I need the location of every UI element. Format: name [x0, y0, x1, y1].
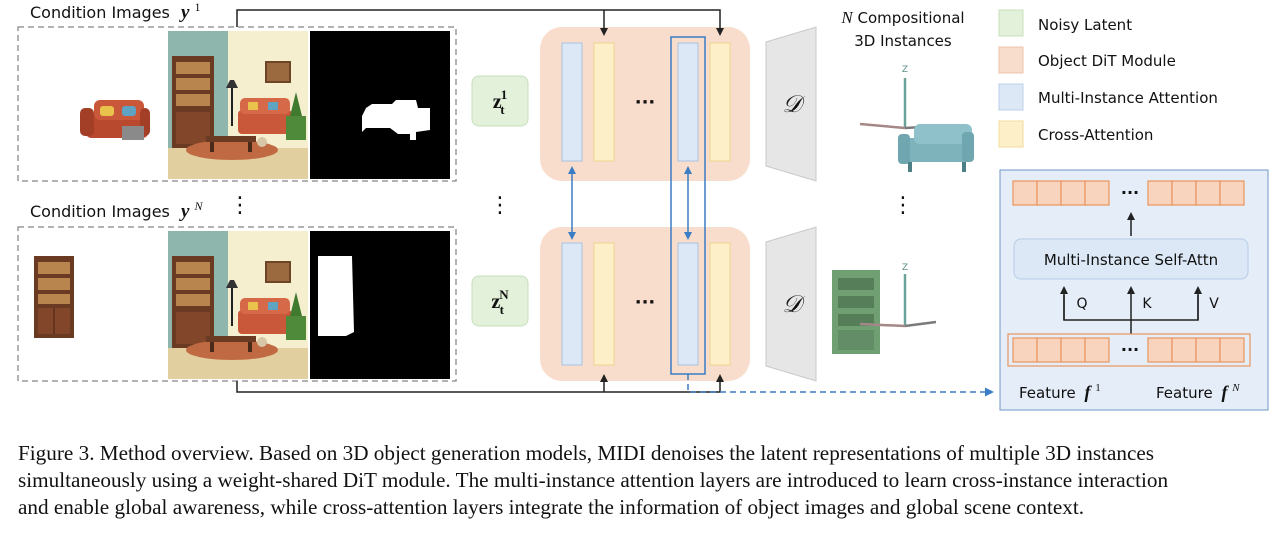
decoder-bottom: 𝒟 [765, 226, 817, 382]
mi-attention-layer-top-1 [561, 42, 583, 162]
svg-text:3D Instances: 3D Instances [854, 32, 952, 50]
v-label: V [1209, 296, 1219, 312]
output-tokens [1012, 180, 1245, 206]
dit-module-bottom: ··· [540, 227, 750, 381]
figure-caption: Figure 3. Method overview. Based on 3D o… [18, 440, 1268, 521]
caption-line-2: simultaneously using a weight-shared DiT… [18, 468, 1169, 492]
svg-text:Object DiT Module: Object DiT Module [1038, 52, 1176, 70]
condition-connector-top [236, 9, 724, 36]
svg-text:Z: Z [902, 65, 908, 75]
top-scene-image [168, 31, 308, 179]
ellipsis-latent: ⋮ [489, 193, 511, 218]
legend-item-cross-attention: Cross-Attention [998, 120, 1153, 148]
ellipsis-condition: ⋮ [229, 193, 251, 218]
cross-attention-layer-bottom-1 [593, 242, 615, 366]
top-sofa-image [80, 100, 150, 140]
svg-text:Multi-Instance Self-Attn: Multi-Instance Self-Attn [1044, 251, 1218, 269]
ellipsis-output: ⋮ [892, 193, 914, 218]
self-attn-block [1013, 238, 1249, 280]
svg-text:zNt: zNt [491, 287, 509, 317]
bottom-bookshelf-image [34, 256, 74, 338]
bottom-scene-image [168, 231, 308, 379]
legend-item-noisy-latent: Noisy Latent [998, 9, 1132, 37]
legend-item-object-dit: Object DiT Module [998, 46, 1176, 74]
svg-text:Z: Z [902, 263, 908, 273]
output-instance-bookshelf: Z [832, 263, 937, 354]
svg-text:···: ··· [1121, 340, 1139, 359]
mi-attention-layer-bottom-1 [561, 242, 583, 366]
k-label: K [1142, 296, 1152, 312]
legend: Noisy Latent Object DiT Module Multi-Ins… [998, 9, 1218, 148]
bottom-condition-label: Condition Images y N [30, 199, 204, 222]
svg-text:Cross-Attention: Cross-Attention [1038, 126, 1153, 144]
svg-text:Condition Images y: Condition Images y N [30, 199, 204, 222]
input-tokens [1012, 337, 1245, 363]
svg-text:Condition Images y: Condition Images y 1 [30, 0, 201, 23]
cross-attention-layer-top-2 [709, 42, 731, 162]
caption-line-1: Figure 3. Method overview. Based on 3D o… [18, 441, 1155, 465]
svg-text:···: ··· [1121, 183, 1139, 202]
output-title: N Compositional 3D Instances [840, 8, 964, 50]
feature-flow-arrow [687, 374, 994, 397]
top-condition-label: Condition Images y 1 [30, 0, 201, 23]
legend-item-mi-attention: Multi-Instance Attention [998, 83, 1218, 111]
svg-text:z1t: z1t [493, 87, 507, 117]
top-mask-image [310, 31, 450, 179]
decoder-top: 𝒟 [765, 26, 817, 182]
attention-detail-panel: ··· Multi-Instance Self-Attn Q K V ··· [999, 169, 1269, 411]
condition-connector-bottom [236, 374, 724, 393]
caption-line-3: and enable global awareness, while cross… [18, 495, 1085, 519]
q-label: Q [1076, 296, 1087, 312]
svg-text:···: ··· [635, 92, 656, 113]
mi-attention-layer-top-2 [677, 42, 699, 162]
svg-text:N Compositional: N Compositional [840, 8, 964, 27]
svg-text:Multi-Instance Attention: Multi-Instance Attention [1038, 89, 1218, 107]
cross-attention-layer-bottom-2 [709, 242, 731, 366]
dit-module-top: ··· [540, 27, 750, 181]
mi-attention-layer-bottom-2 [677, 242, 699, 366]
top-condition-box [17, 26, 457, 182]
feature-label-last: Feature f N [1156, 382, 1240, 402]
output-instance-sofa: Z [859, 65, 974, 172]
cross-attention-layer-top-1 [593, 42, 615, 162]
svg-text:Noisy Latent: Noisy Latent [1038, 16, 1132, 34]
feature-label-first: Feature f 1 [1019, 382, 1101, 402]
bottom-mask-image [310, 231, 450, 379]
svg-text:···: ··· [635, 292, 656, 313]
